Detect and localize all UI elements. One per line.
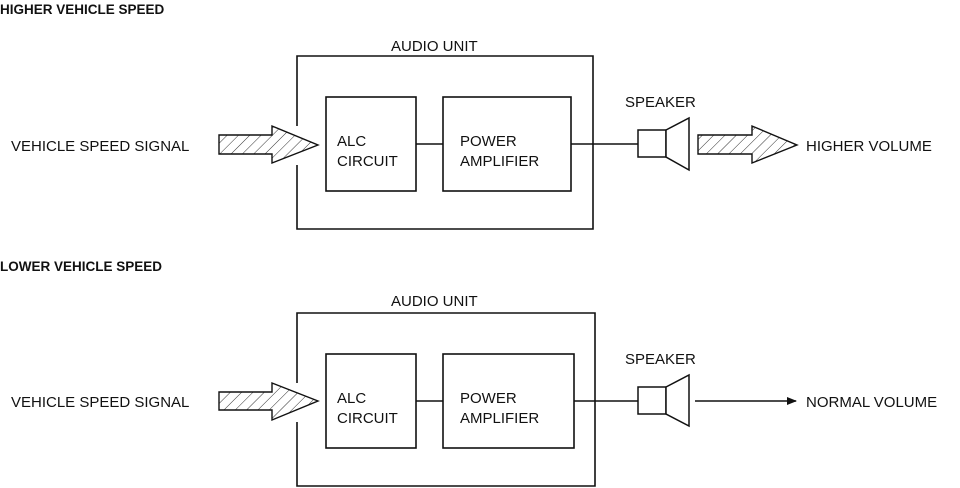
audio-unit-label: AUDIO UNIT <box>391 293 478 310</box>
output-label: HIGHER VOLUME <box>806 138 932 155</box>
amp-block-line2: AMPLIFIER <box>460 153 539 170</box>
amp-block-line2: AMPLIFIER <box>460 410 539 427</box>
input-label: VEHICLE SPEED SIGNAL <box>11 394 189 411</box>
section-lower-speed: LOWER VEHICLE SPEED VEHICLE SPEED SIGNAL… <box>0 259 937 487</box>
speaker-label: SPEAKER <box>625 94 696 111</box>
section-higher-speed: HIGHER VEHICLE SPEED VEHICLE SPEED SIGNA… <box>0 2 932 230</box>
audio-unit-box <box>296 55 594 230</box>
alc-block-line1: ALC <box>337 390 366 407</box>
audio-unit-label: AUDIO UNIT <box>391 38 478 55</box>
speaker-label: SPEAKER <box>625 351 696 368</box>
section-title: HIGHER VEHICLE SPEED <box>0 2 165 17</box>
output-label: NORMAL VOLUME <box>806 394 937 411</box>
amp-block-line1: POWER <box>460 390 517 407</box>
audio-unit-box <box>296 312 596 487</box>
amp-block-line1: POWER <box>460 133 517 150</box>
input-signal-arrow <box>218 381 320 422</box>
alc-block-line1: ALC <box>337 133 366 150</box>
input-signal-arrow <box>218 124 320 165</box>
alc-block-line2: CIRCUIT <box>337 153 398 170</box>
section-title: LOWER VEHICLE SPEED <box>0 259 162 274</box>
speaker-icon <box>637 116 690 172</box>
speaker-icon <box>637 373 690 428</box>
input-label: VEHICLE SPEED SIGNAL <box>11 138 189 155</box>
alc-block-line2: CIRCUIT <box>337 410 398 427</box>
output-volume-arrow <box>697 124 799 165</box>
